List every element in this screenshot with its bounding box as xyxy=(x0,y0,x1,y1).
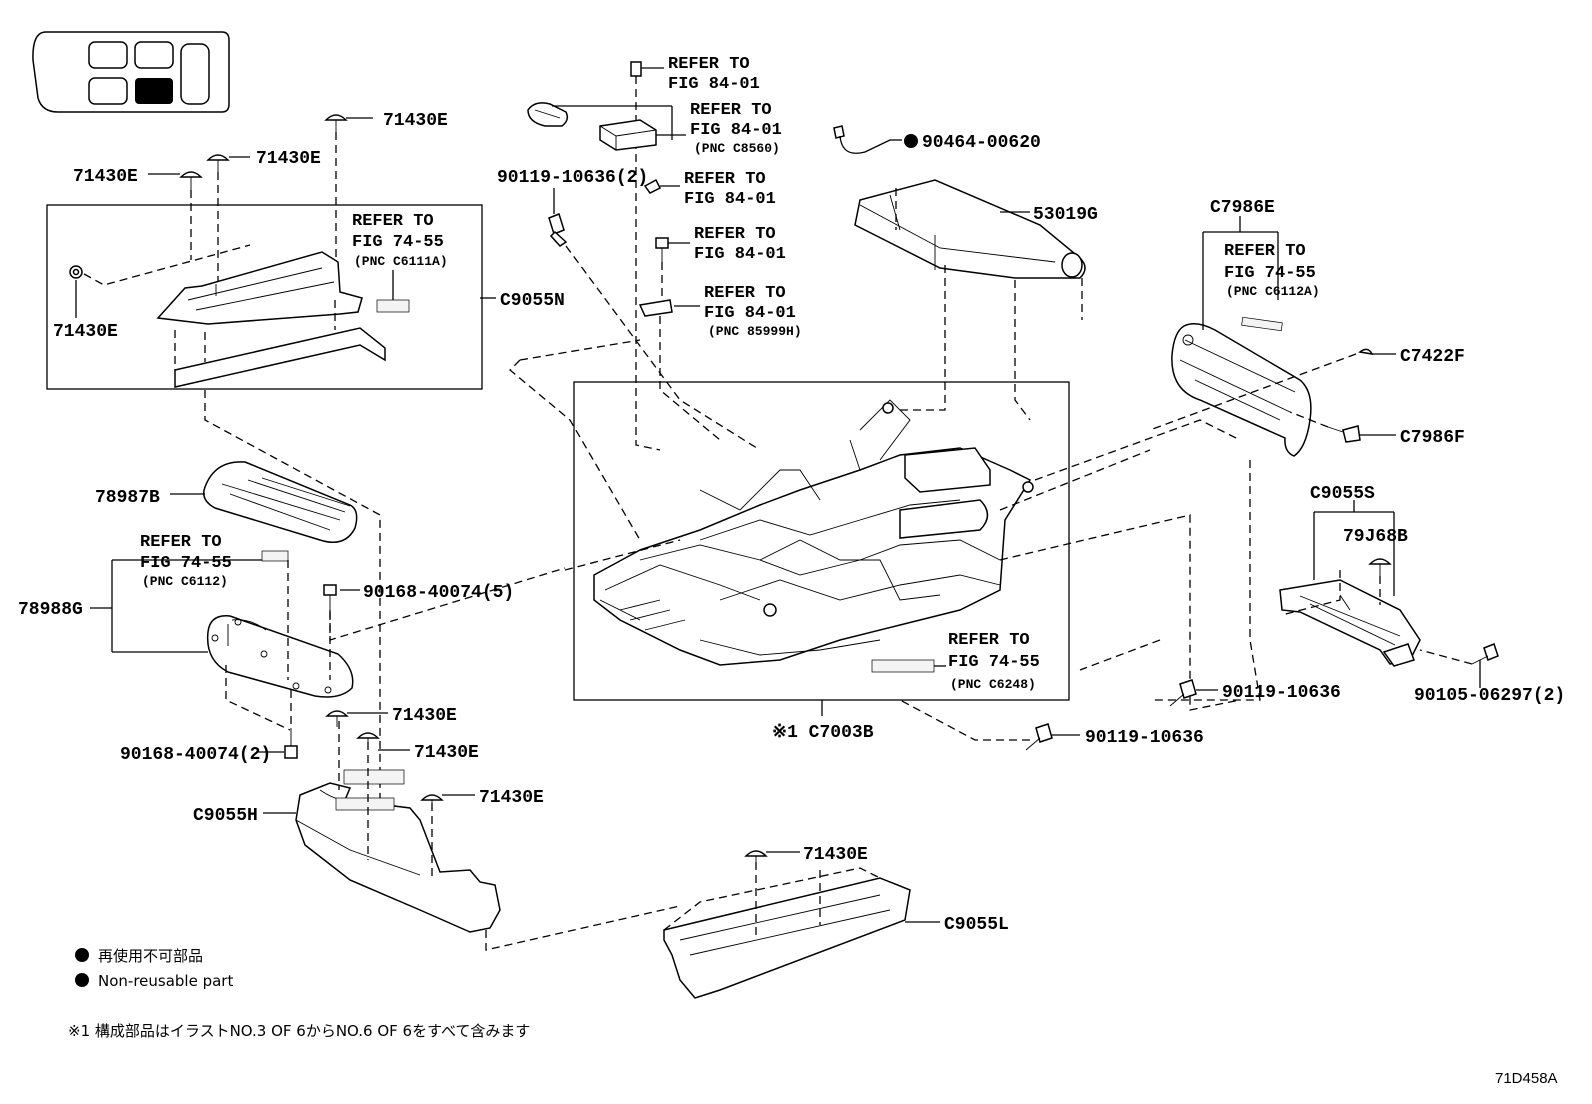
label-c9055l: C9055L xyxy=(944,915,1009,935)
label-c7003b: ※1 C7003B xyxy=(772,723,874,743)
label-c7986f: C7986F xyxy=(1400,428,1465,448)
refer-84-e-line3: (PNC 85999H) xyxy=(708,324,802,339)
label-90105: 90105-06297(2) xyxy=(1414,686,1565,706)
refer-c6112-line2: FIG 74-55 xyxy=(140,554,232,573)
refer-c6112-line3: (PNC C6112) xyxy=(142,574,228,589)
label-71430e-h1: 71430E xyxy=(392,706,457,726)
label-90119-2: 90119-10636(2) xyxy=(497,168,648,188)
refer-c6112-line1: REFER TO xyxy=(140,533,222,552)
locator-thumbnail xyxy=(32,31,230,113)
legend-bullet-jp xyxy=(75,948,89,962)
group-c9055s xyxy=(1150,460,1499,701)
refer-84-e-line1: REFER TO xyxy=(704,284,786,303)
group-78987b xyxy=(170,461,358,543)
refer-84-b-line2: FIG 84-01 xyxy=(690,121,782,140)
refer-c6112a-line2: FIG 74-55 xyxy=(1224,264,1316,283)
refer-c6248-line1: REFER TO xyxy=(948,631,1030,650)
refer-c6112a-line1: REFER TO xyxy=(1224,242,1306,261)
clip-71430e-left xyxy=(179,171,203,190)
label-79j68b: 79J68B xyxy=(1343,527,1408,547)
label-c9055n: C9055N xyxy=(500,291,565,311)
refer-84-c-line2: FIG 84-01 xyxy=(684,190,776,209)
group-78988g xyxy=(90,550,354,731)
refer-84-d-line2: FIG 84-01 xyxy=(694,245,786,264)
group-c7986e xyxy=(1149,216,1396,457)
refer-c6111a-line3: (PNC C6111A) xyxy=(354,254,448,269)
label-c9055h: C9055H xyxy=(193,806,258,826)
non-reusable-mark xyxy=(904,134,918,148)
refer-84-d-line1: REFER TO xyxy=(694,225,776,244)
refer-84-c-line1: REFER TO xyxy=(684,170,766,189)
legend-bullet-en xyxy=(75,973,89,987)
label-71430e-mid: 71430E xyxy=(256,149,321,169)
label-71430e-top: 71430E xyxy=(383,111,448,131)
refer-c6248-line3: (PNC C6248) xyxy=(950,677,1036,692)
footnote: ※1 構成部品はイラストNO.3 OF 6からNO.6 OF 6をすべて含みます xyxy=(68,1022,530,1040)
label-71430e-box: 71430E xyxy=(53,322,118,342)
bolt-90168-2 xyxy=(258,728,298,759)
label-71430e-l: 71430E xyxy=(803,845,868,865)
bolt-90119-b xyxy=(1025,723,1080,751)
clip-71430e-mid xyxy=(206,154,230,172)
label-90119-b: 90119-10636 xyxy=(1085,728,1204,748)
refer-84-a-line2: FIG 84-01 xyxy=(668,75,760,94)
refer-c6248-line2: FIG 74-55 xyxy=(948,653,1040,672)
label-c7986e: C7986E xyxy=(1210,198,1275,218)
figure-code: 71D458A xyxy=(1495,1070,1558,1087)
group-top-center xyxy=(527,61,761,451)
label-78987b: 78987B xyxy=(95,488,160,508)
label-c7422f: C7422F xyxy=(1400,347,1465,367)
label-71430e-h3: 71430E xyxy=(479,788,544,808)
refer-c6111a-line1: REFER TO xyxy=(352,212,434,231)
bolt-90168-5 xyxy=(323,584,360,612)
highlighted-seat-position xyxy=(135,78,173,104)
label-c9055s: C9055S xyxy=(1310,484,1375,504)
group-c9055n xyxy=(46,114,496,390)
group-c9055h xyxy=(263,710,681,951)
refer-84-a-line1: REFER TO xyxy=(668,55,750,74)
group-c9055l xyxy=(663,850,940,999)
label-90464: 90464-00620 xyxy=(922,133,1041,153)
label-90168-2: 90168-40074(2) xyxy=(120,745,271,765)
label-71430e-left: 71430E xyxy=(73,167,138,187)
refer-84-e-line2: FIG 84-01 xyxy=(704,304,796,323)
clip-71430e-top xyxy=(324,114,348,132)
legend-text-jp: 再使用不可部品 xyxy=(98,947,203,965)
label-78988g: 78988G xyxy=(18,600,83,620)
label-90119-a: 90119-10636 xyxy=(1222,683,1341,703)
refer-84-b-line1: REFER TO xyxy=(690,101,772,120)
group-c7003b xyxy=(573,381,1070,716)
refer-c6112a-line3: (PNC C6112A) xyxy=(1226,284,1320,299)
label-90168-5: 90168-40074(5) xyxy=(363,583,514,603)
label-53019g: 53019G xyxy=(1033,205,1098,225)
group-53019g xyxy=(833,125,1086,421)
legend-text-en: Non-reusable part xyxy=(98,972,233,990)
bolt-90119-a xyxy=(1169,679,1218,707)
label-71430e-h2: 71430E xyxy=(414,743,479,763)
refer-84-b-line3: (PNC C8560) xyxy=(694,141,780,156)
refer-c6111a-line2: FIG 74-55 xyxy=(352,233,444,252)
